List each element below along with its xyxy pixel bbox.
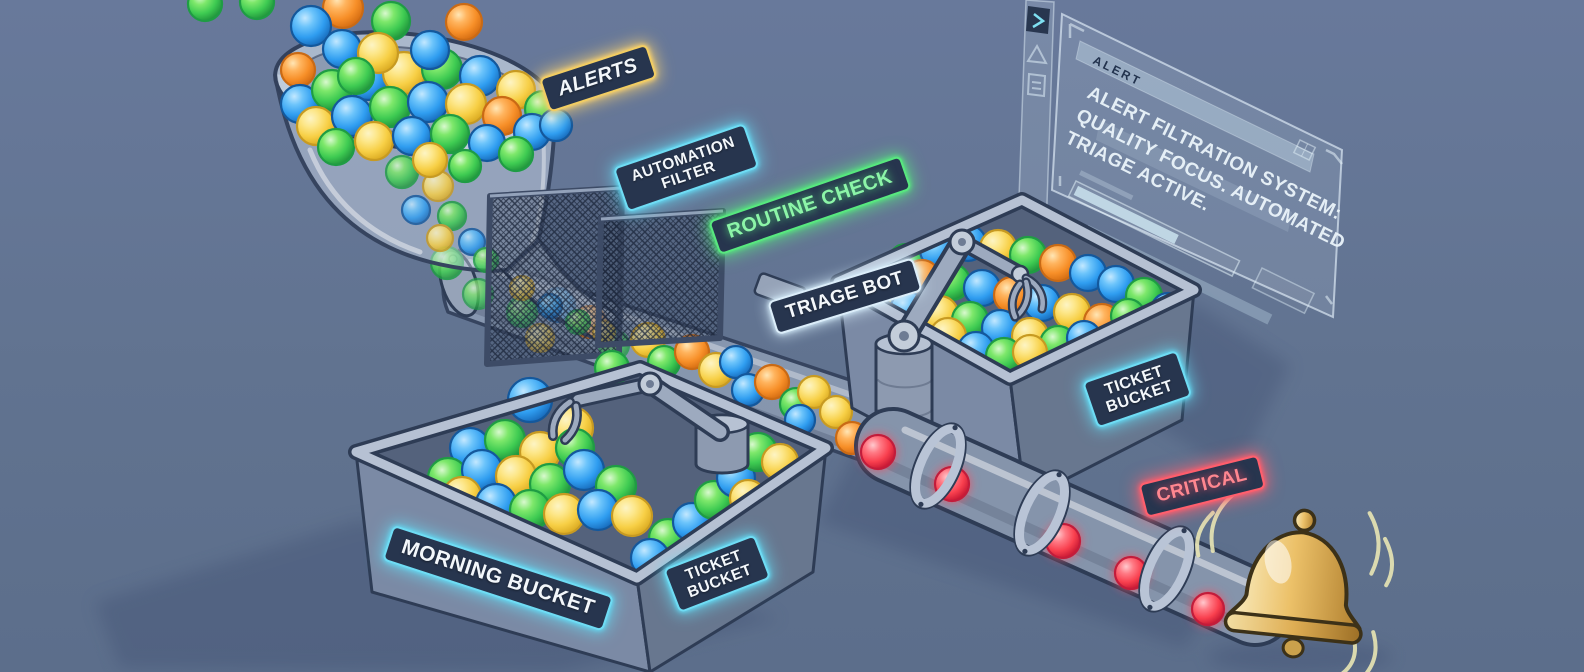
mesh-screen-2 xyxy=(595,208,726,348)
funnel-cone-balls xyxy=(384,154,500,274)
bell-clapper xyxy=(1281,637,1305,659)
warning-triangle-icon xyxy=(1026,43,1048,65)
bell-vibration-lines xyxy=(1195,492,1395,672)
screen-grid-icon xyxy=(1292,138,1317,162)
filter-robot-arm xyxy=(547,371,750,475)
screen-panel xyxy=(1050,12,1344,319)
falling-balls xyxy=(186,0,484,96)
bell-rim xyxy=(1223,610,1363,645)
chevron-right-icon xyxy=(1026,6,1050,34)
automation-filter-screens xyxy=(484,185,726,367)
screen-small-box xyxy=(1251,266,1316,315)
document-icon xyxy=(1026,72,1047,98)
pipe-rings xyxy=(909,422,1196,613)
screen-sidebar xyxy=(1017,0,1055,233)
alert-screen: ALERT ALERT FILTRATION SYSTEM: QUALITY F… xyxy=(1017,0,1348,325)
critical-pipe xyxy=(854,407,1294,647)
alarm-bell xyxy=(1195,492,1395,672)
bell-knob xyxy=(1292,508,1317,533)
